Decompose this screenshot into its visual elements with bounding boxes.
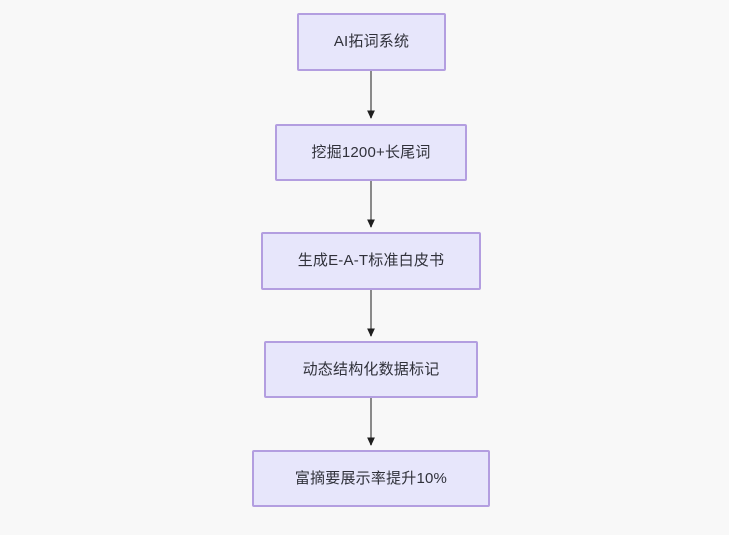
flow-node-dynamic-structured-data-markup[interactable]: 动态结构化数据标记 bbox=[264, 341, 478, 398]
flow-node-label: 富摘要展示率提升10% bbox=[294, 469, 448, 487]
flow-node-ai-keyword-system[interactable]: AI拓词系统 bbox=[297, 13, 446, 71]
flow-node-mine-longtail-keywords[interactable]: 挖掘1200+长尾词 bbox=[275, 124, 467, 181]
flow-node-generate-eat-whitepaper[interactable]: 生成E-A-T标准白皮书 bbox=[261, 232, 481, 290]
flow-node-label: 生成E-A-T标准白皮书 bbox=[297, 252, 445, 269]
flow-node-rich-snippet-impression-uplift[interactable]: 富摘要展示率提升10% bbox=[252, 450, 490, 507]
flow-node-label: 动态结构化数据标记 bbox=[302, 360, 440, 378]
flow-node-label: AI拓词系统 bbox=[333, 33, 410, 50]
flow-node-label: 挖掘1200+长尾词 bbox=[311, 143, 431, 161]
